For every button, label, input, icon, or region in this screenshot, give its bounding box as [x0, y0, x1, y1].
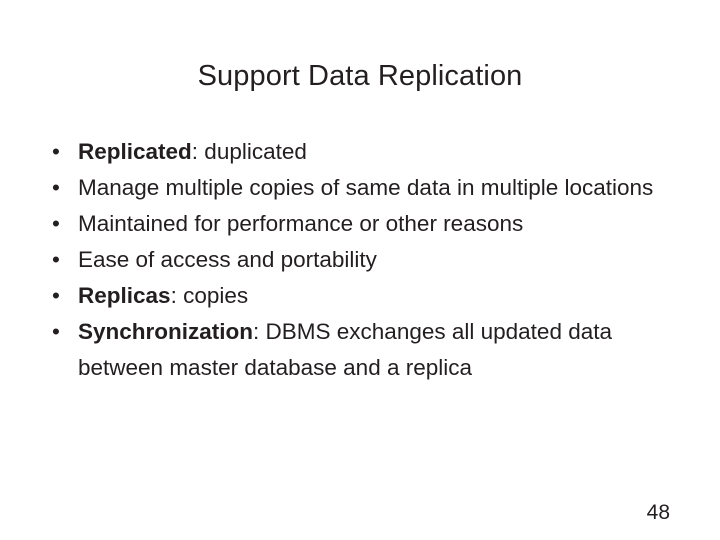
- page-title: Support Data Replication: [197, 60, 523, 92]
- list-item: • Maintained for performance or other re…: [44, 206, 656, 242]
- list-item-lead: Replicas: [78, 283, 171, 308]
- bullet-list: • Replicated: duplicated • Manage multip…: [44, 134, 656, 386]
- bullet-dot-icon: •: [52, 211, 60, 236]
- list-item-text: : duplicated: [191, 139, 307, 164]
- list-item: • Manage multiple copies of same data in…: [44, 170, 656, 206]
- bullet-dot-icon: •: [52, 319, 60, 344]
- list-item: • Synchronization: DBMS exchanges all up…: [44, 314, 656, 386]
- page-number: 48: [646, 501, 670, 524]
- list-item-text: Ease of access and portability: [78, 247, 377, 272]
- list-item-text: : DBMS exchanges all updated data betwee…: [78, 319, 612, 380]
- list-item-text: Maintained for performance or other reas…: [78, 211, 524, 236]
- list-item: • Ease of access and portability: [44, 242, 656, 278]
- list-item-lead: Replicated: [78, 139, 192, 164]
- bullet-dot-icon: •: [52, 139, 60, 164]
- list-item: • Replicated: duplicated: [44, 134, 656, 170]
- list-item: • Replicas: copies: [44, 278, 656, 314]
- bullet-dot-icon: •: [52, 175, 60, 200]
- bullet-dot-icon: •: [52, 247, 60, 272]
- bullet-dot-icon: •: [52, 283, 60, 308]
- list-item-text: : copies: [170, 283, 249, 308]
- list-item-text: Manage multiple copies of same data in m…: [78, 175, 654, 200]
- list-item-lead: Synchronization: [78, 319, 254, 344]
